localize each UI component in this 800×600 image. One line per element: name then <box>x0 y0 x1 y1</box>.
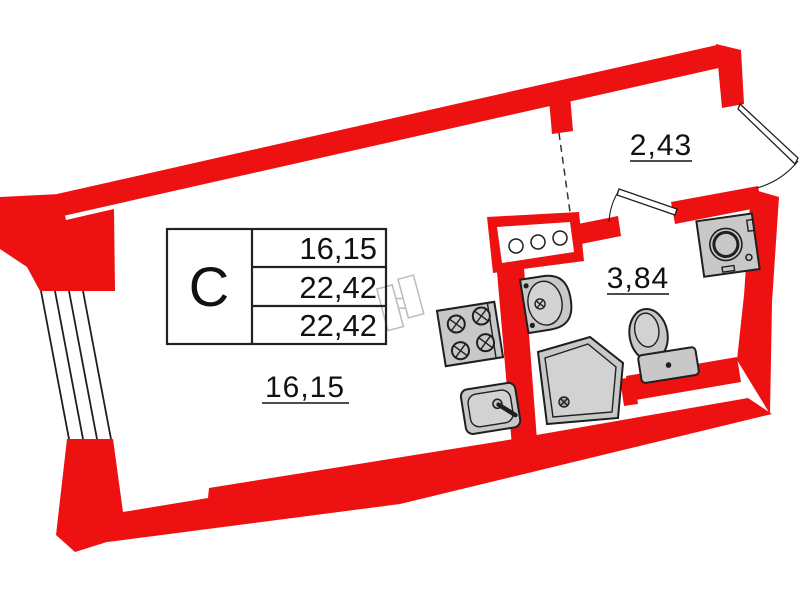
bathroom-door-swing-arc <box>608 191 619 223</box>
shower-drain <box>558 396 570 408</box>
vent-hole <box>552 230 568 246</box>
wall-bottom <box>108 398 772 542</box>
vent-hole <box>508 238 524 254</box>
window-line <box>54 290 84 440</box>
hall-area-label: 2,43 <box>630 129 692 162</box>
wall-bath-bottom <box>626 357 741 401</box>
sink-faucet <box>534 298 546 310</box>
washer-tray <box>721 264 736 273</box>
walls <box>0 44 779 552</box>
vent-hole <box>530 234 546 250</box>
wall-stub-hall <box>549 95 573 134</box>
washer-knob <box>745 253 753 262</box>
entrance-door <box>737 102 799 189</box>
wall-topleft-corner <box>0 194 115 291</box>
washer-door <box>712 230 740 258</box>
info-table: С 16,15 22,42 22,42 <box>165 227 388 346</box>
kitchen-sink <box>459 381 522 435</box>
toilet <box>628 307 700 384</box>
wall-top <box>57 45 723 216</box>
washer-panel <box>745 218 755 232</box>
wall-bath-top-right <box>671 186 762 224</box>
bathroom-door-leaf <box>616 188 678 216</box>
wall-bottomleft-corner <box>56 439 123 552</box>
unit-type-label: С <box>189 255 229 318</box>
shower-tray <box>536 335 625 426</box>
living-room-area-label: 16,15 <box>265 371 345 404</box>
sink-bolt <box>529 322 535 329</box>
sink-bolt <box>523 283 529 289</box>
area-row-1: 16,15 <box>299 231 377 266</box>
area-row-2: 22,42 <box>299 270 377 305</box>
wall-hall-right <box>716 44 744 108</box>
entrance-door-leaf <box>737 102 799 166</box>
wall-right-lower <box>737 295 772 414</box>
bathroom-door <box>608 188 678 223</box>
wall-bath-top-left <box>578 216 621 244</box>
bathroom-sink <box>518 274 573 335</box>
toilet-tank-button <box>665 362 672 368</box>
stove <box>435 300 505 368</box>
window <box>40 290 112 440</box>
vent-block <box>487 212 584 273</box>
wardrobe-ghost <box>375 274 425 332</box>
stove-burners <box>446 306 496 361</box>
bathroom-area-label: 3,84 <box>607 262 669 295</box>
window-line <box>40 290 70 440</box>
kitchen-sink-faucet <box>496 402 518 418</box>
zone-boundary-dashed <box>558 132 571 213</box>
entrance-door-swing-arc <box>756 160 799 189</box>
washer-door-ring <box>709 227 743 262</box>
wall-slot-end <box>620 377 638 406</box>
window-line <box>82 290 112 440</box>
washing-machine <box>695 212 761 278</box>
area-row-3: 22,42 <box>299 308 377 343</box>
window-line <box>68 290 98 440</box>
area-labels: 2,43 3,84 16,15 <box>262 129 692 404</box>
